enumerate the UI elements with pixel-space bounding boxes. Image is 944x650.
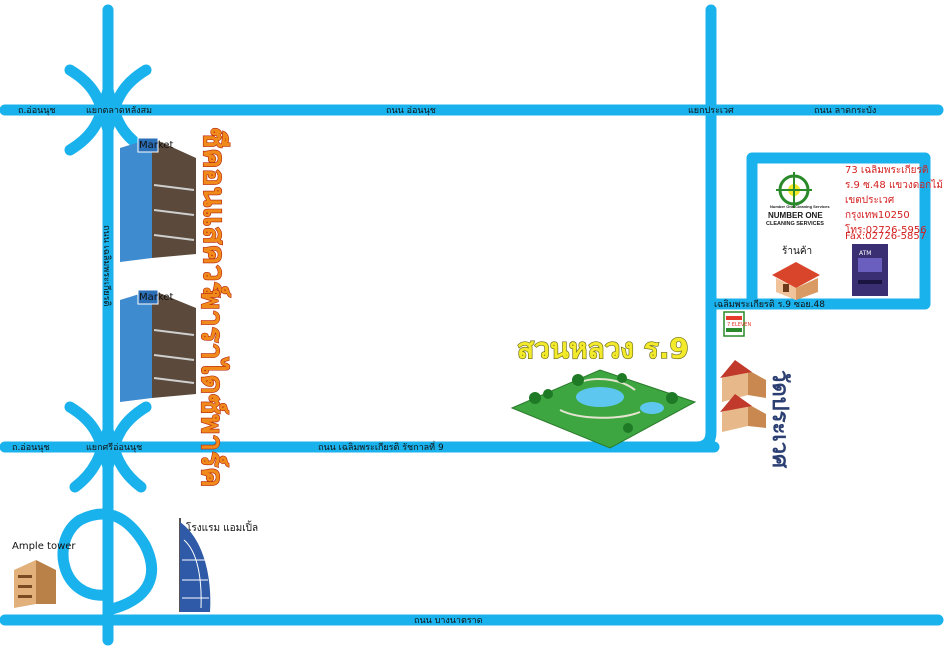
address-line-1: 73 เฉลิมพระเกียรติ xyxy=(845,164,928,176)
building-icon-1: Market xyxy=(120,137,196,262)
company-logo: Number One Cleaning Services NUMBER ONE … xyxy=(766,172,830,227)
label-paradise-park: พาราไดซ์พาร์ค xyxy=(194,290,230,487)
temple-icon xyxy=(720,360,766,432)
road-soi-48 xyxy=(705,152,931,310)
label-top-center: ถนน อ่อนนุช xyxy=(386,106,436,116)
road-labels: ถ.อ่อนนุช แยกตลาดหลังสม ถนน อ่อนนุช แยกป… xyxy=(12,106,876,626)
address-line-2: ร.9 ซ.48 แขวงดอกไม้ xyxy=(845,179,943,191)
address-line-3: เขตประเวศ xyxy=(845,195,895,206)
label-ample-tower: Ample tower xyxy=(12,541,76,552)
park-icon xyxy=(510,369,697,449)
company-name-line2: CLEANING SERVICES xyxy=(766,221,824,227)
market-sign-2: Market xyxy=(139,292,173,303)
label-middle-center: ถนน เฉลิมพระเกียรติ รัชกาลที่ 9 xyxy=(318,440,444,453)
label-top-junction-right: แยกประเวศ xyxy=(688,106,734,116)
label-hotel: โรงแรม แอมเปิ้ล xyxy=(186,520,258,534)
logo-caption: Number One Cleaning Services xyxy=(770,204,830,209)
hotel-icon xyxy=(179,518,211,612)
interchange-bottom-loop xyxy=(57,508,158,616)
interchange-top xyxy=(64,64,152,136)
label-vertical-main: ถนน เฉลิมพระเกียรติ xyxy=(101,225,112,307)
building-icon-2: Market xyxy=(120,289,196,402)
ample-tower-icon xyxy=(14,560,56,608)
address-fax: Fax:02726-5857 xyxy=(845,231,926,242)
label-top-junction-left: แยกตลาดหลังสม xyxy=(86,106,152,116)
shop-icon xyxy=(772,262,820,300)
interchange-middle xyxy=(64,401,152,473)
label-top-left: ถ.อ่อนนุช xyxy=(18,106,56,116)
label-soi-48: เฉลิมพระเกียรติ ร.9 ซอย.48 xyxy=(714,299,825,310)
address-line-4: กรุงเทพ10250 xyxy=(845,210,910,221)
label-middle-junction: แยกศรีอ่อนนุช xyxy=(86,442,142,453)
road-network xyxy=(0,4,944,646)
company-name-line1: NUMBER ONE xyxy=(768,211,823,220)
label-middle-left: ถ.อ่อนนุช xyxy=(12,443,50,453)
address-phone: โทร:02726-5956 xyxy=(845,223,927,236)
label-wat-prawet: วัดประเวศ xyxy=(767,370,792,469)
label-shop: ร้านค้า xyxy=(782,245,812,257)
label-top-right: ถนน ลาดกระบัง xyxy=(814,106,876,116)
seven-eleven-label: 7 ELEVEN xyxy=(727,322,751,328)
atm-label: ATM xyxy=(859,250,871,257)
market-sign-1: Market xyxy=(139,140,173,151)
label-bottom: ถนน บางนาตราด xyxy=(414,616,483,626)
label-suan-luang: สวนหลวง ร.9 xyxy=(517,332,689,365)
label-seacon-square: ซีคอนแสควร์ xyxy=(196,128,231,298)
atm-icon: ATM xyxy=(852,244,888,296)
company-address: 73 เฉลิมพระเกียรติ ร.9 ซ.48 แขวงดอกไม้ เ… xyxy=(845,164,943,242)
seven-eleven-icon: 7 ELEVEN xyxy=(723,311,751,337)
road-vertical-right xyxy=(690,4,717,453)
